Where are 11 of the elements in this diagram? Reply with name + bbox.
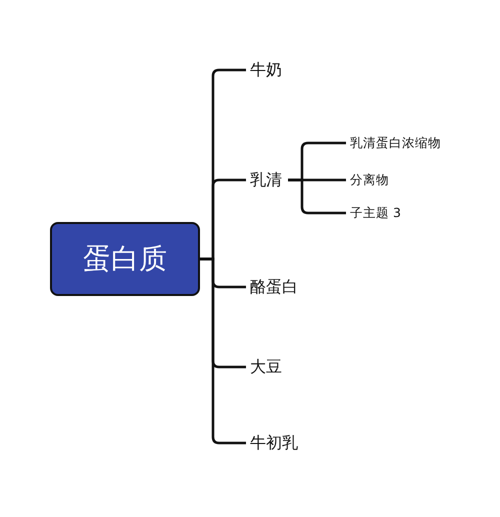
- branch-text: 酪蛋白: [250, 277, 298, 297]
- branch-text: 大豆: [250, 357, 282, 377]
- branch-text: 牛奶: [250, 60, 282, 80]
- subtopic-text: 分离物: [350, 172, 389, 188]
- connector-line: [288, 178, 346, 214]
- subtopic-text: 乳清蛋白浓缩物: [350, 135, 441, 151]
- subtopic-text: 子主题 3: [350, 205, 401, 221]
- branch-text: 牛初乳: [250, 433, 298, 453]
- branch-text: 乳清: [250, 170, 282, 190]
- topic-box: 蛋白质: [50, 222, 200, 296]
- connector-line: [200, 258, 246, 444]
